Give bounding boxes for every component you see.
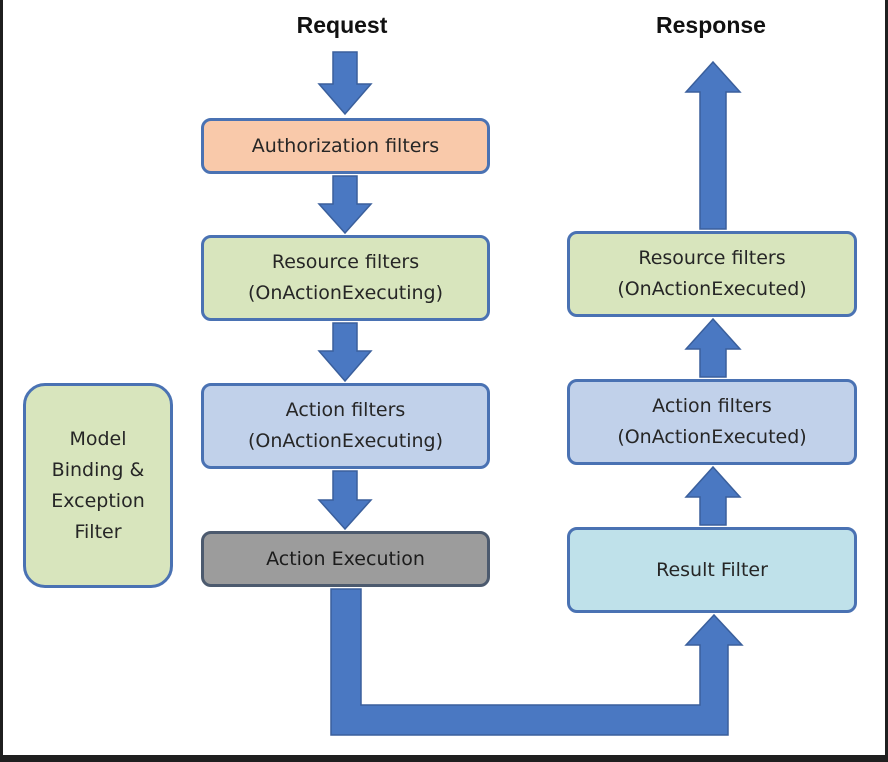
authorization-filters-box: Authorization filters bbox=[201, 118, 490, 174]
side-box-line: Exception bbox=[51, 489, 145, 512]
resource-filters-label: Resource filters bbox=[638, 247, 786, 269]
action-filters-executing-box: Action filters (OnActionExecuting) bbox=[201, 383, 490, 469]
response-heading: Response bbox=[656, 12, 766, 38]
action-filters-executed-box: Action filters (OnActionExecuted) bbox=[567, 379, 857, 465]
action-execution-label: Action Execution bbox=[266, 547, 425, 570]
execution-to-result-arrow-icon bbox=[330, 588, 744, 736]
screen-edge-left bbox=[0, 0, 3, 762]
arrow-down-icon bbox=[317, 470, 373, 531]
screen-edge-right bbox=[885, 0, 888, 762]
side-box-line: Model bbox=[69, 427, 127, 450]
arrow-up-icon bbox=[684, 465, 742, 526]
resource-filters-executed-box: Resource filters (OnActionExecuted) bbox=[567, 231, 857, 317]
screen-edge-bottom bbox=[0, 755, 888, 762]
arrow-down-icon bbox=[317, 175, 373, 235]
action-filters-method-label: (OnActionExecuted) bbox=[617, 426, 807, 448]
action-filters-label: Action filters bbox=[285, 399, 406, 421]
resource-filters-method-label: (OnActionExecuted) bbox=[617, 278, 807, 300]
arrow-up-icon bbox=[684, 60, 742, 230]
side-box-line: Binding & bbox=[51, 458, 145, 481]
request-heading: Request bbox=[296, 12, 388, 38]
arrow-up-icon bbox=[684, 317, 742, 378]
resource-filters-label: Resource filters bbox=[271, 251, 420, 273]
action-execution-box: Action Execution bbox=[201, 531, 490, 587]
authorization-filters-label: Authorization filters bbox=[251, 134, 440, 157]
resource-filters-executing-box: Resource filters (OnActionExecuting) bbox=[201, 235, 490, 321]
resource-filters-method-label: (OnActionExecuting) bbox=[247, 282, 443, 304]
action-filters-method-label: (OnActionExecuting) bbox=[247, 430, 443, 452]
action-filters-label: Action filters bbox=[652, 395, 772, 417]
arrow-down-icon bbox=[317, 322, 373, 383]
result-filter-box: Result Filter bbox=[567, 527, 857, 613]
arrow-down-icon bbox=[317, 51, 373, 116]
model-binding-exception-box: Model Binding & Exception Filter bbox=[23, 383, 173, 588]
result-filter-label: Result Filter bbox=[656, 558, 768, 581]
side-box-line: Filter bbox=[74, 520, 122, 543]
